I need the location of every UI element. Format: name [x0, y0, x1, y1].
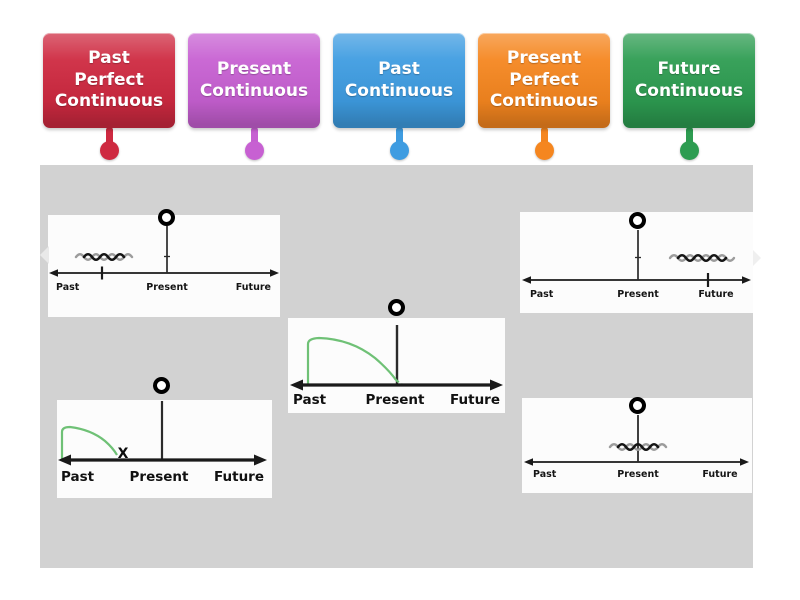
tag-pin-dot: [99, 141, 119, 160]
axis-label-future: Future: [236, 282, 271, 293]
axis-label-future: Future: [450, 392, 500, 408]
wavy-line-icon: [82, 252, 126, 262]
tag-pin-dot: [534, 141, 554, 160]
tag-past-perfect-continuous[interactable]: Past Perfect Continuous: [43, 33, 175, 128]
tag-pin-dot: [679, 141, 699, 160]
arrow-left-icon: [522, 276, 531, 284]
tag-pin-stem: [395, 127, 403, 145]
drop-target-circle-4[interactable]: [153, 377, 170, 394]
axis-label-future: Future: [214, 469, 264, 485]
diagram-card-curve-past-to-present: Past Present Future: [288, 318, 505, 413]
tag-text: Past: [88, 48, 130, 69]
tag-pin-stem: [105, 127, 113, 145]
tag-text: Past: [378, 59, 420, 79]
diagram-card-wavy-in-past: Past Present Future: [48, 215, 280, 317]
tag-text: Perfect: [74, 69, 144, 90]
arrow-left-icon: [58, 454, 71, 466]
axis-label-past: Past: [533, 469, 557, 480]
tag-text: Continuous: [634, 80, 744, 101]
continuous-curve-solid: [60, 425, 118, 460]
axis-label-future: Future: [698, 289, 733, 300]
axis-label-present: Present: [617, 469, 659, 480]
tag-text: Continuous: [199, 80, 309, 101]
continuous-curve-solid: [306, 336, 397, 385]
tag-pin-dot: [244, 141, 264, 160]
timeline-diagram-wavy-at-future: Past Present Future: [522, 230, 751, 300]
arrow-right-icon: [270, 269, 279, 277]
card-edge-curl: [753, 250, 761, 266]
axis-label-present: Present: [617, 289, 659, 300]
axis-label-past: Past: [293, 392, 327, 408]
tag-text: Present: [506, 48, 582, 69]
arrow-right-icon: [490, 379, 503, 391]
card-edge-curl: [40, 246, 49, 264]
axis-label-past: Past: [56, 282, 80, 293]
arrow-left-icon: [524, 458, 533, 466]
timeline-diagram-curve-past-to-present: Past Present Future: [290, 325, 503, 408]
tag-text: Continuous: [54, 91, 164, 112]
x-end-marker: X: [118, 446, 129, 462]
tag-pin-stem: [540, 127, 548, 145]
tag-future-continuous[interactable]: Future Continuous: [623, 33, 755, 128]
drop-target-circle-3[interactable]: [388, 299, 405, 316]
tag-pin-dot: [389, 141, 409, 160]
diagram-card-wavy-at-present: Past Present Future: [522, 398, 752, 493]
tag-text: Present: [216, 59, 292, 79]
diagram-card-curve-ends-in-past: X Past Present Future: [57, 400, 272, 498]
tag-text: Future: [657, 59, 721, 79]
drop-target-circle-5[interactable]: [629, 397, 646, 414]
tag-present-continuous[interactable]: Present Continuous: [188, 33, 320, 128]
tag-pin-stem: [685, 127, 693, 145]
arrow-right-icon: [254, 454, 267, 466]
axis-label-past: Past: [530, 289, 554, 300]
axis-label-present: Present: [366, 392, 426, 408]
arrow-right-icon: [742, 276, 751, 284]
tag-past-continuous[interactable]: Past Continuous: [333, 33, 465, 128]
drop-target-circle-1[interactable]: [158, 209, 175, 226]
tag-present-perfect-continuous[interactable]: Present Perfect Continuous: [478, 33, 610, 128]
tag-text: Continuous: [344, 80, 454, 101]
timeline-diagram-curve-ends-in-past: X Past Present Future: [58, 401, 267, 485]
axis-label-present: Present: [130, 469, 190, 485]
tag-text: Perfect: [509, 69, 579, 90]
drop-target-circle-2[interactable]: [629, 212, 646, 229]
wavy-line-icon: [676, 253, 728, 263]
arrow-left-icon: [49, 269, 58, 277]
tag-text: Continuous: [489, 91, 599, 112]
timeline-diagram-wavy-in-past: Past Present Future: [49, 226, 279, 293]
arrow-right-icon: [740, 458, 749, 466]
tag-pin-stem: [250, 127, 258, 145]
axis-label-future: Future: [702, 469, 737, 480]
arrow-left-icon: [290, 379, 303, 391]
axis-label-past: Past: [61, 469, 95, 485]
wavy-line-icon: [616, 442, 660, 452]
axis-label-present: Present: [146, 282, 188, 293]
timeline-diagram-wavy-at-present: Past Present Future: [524, 415, 749, 480]
